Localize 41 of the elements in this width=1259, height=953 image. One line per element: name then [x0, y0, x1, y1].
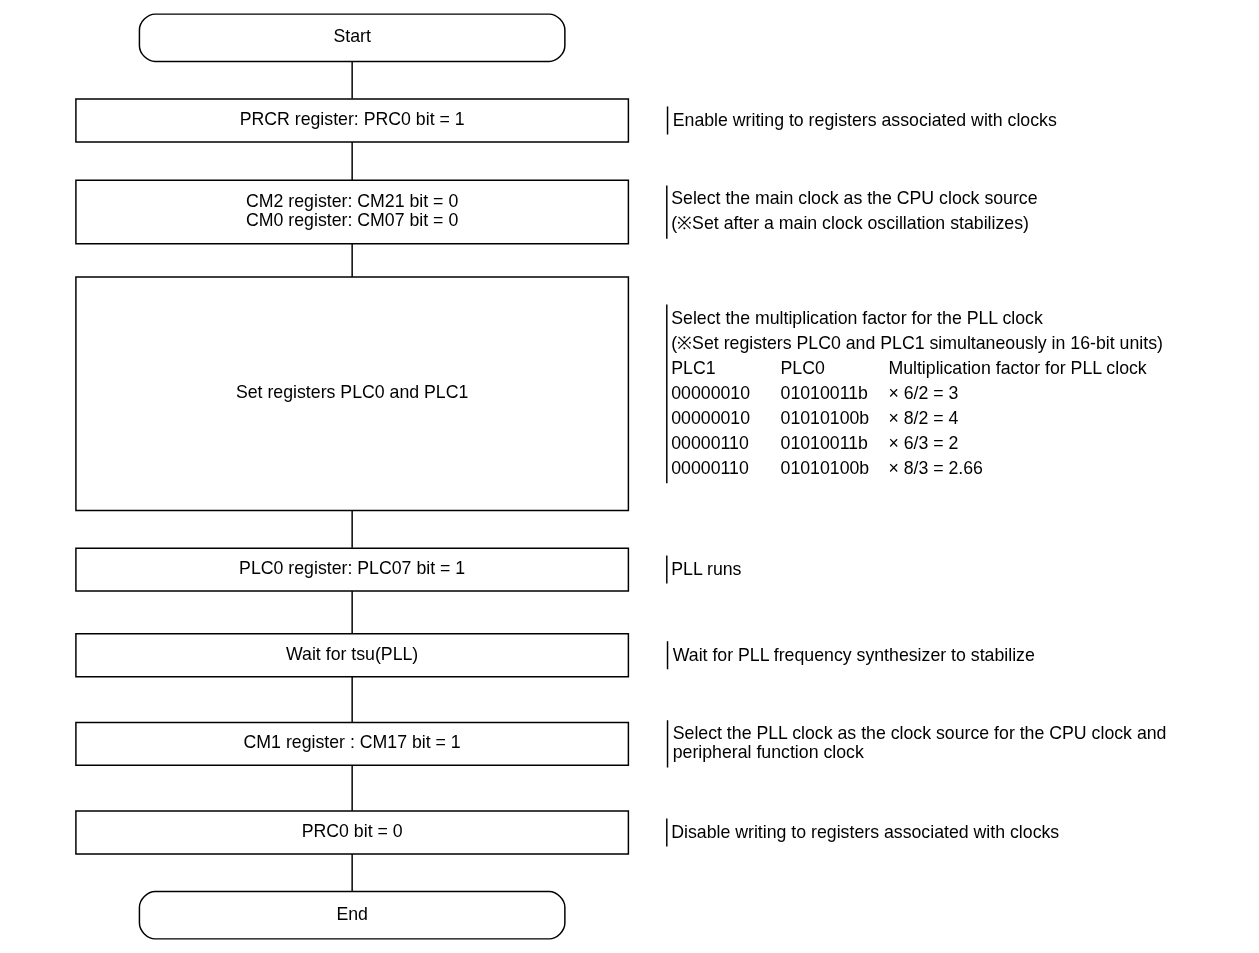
node-label: (※Set after a main clock oscillation stabilizes) [671, 213, 1029, 234]
label: 01010011b [780, 433, 868, 454]
label: 00000110 [671, 458, 749, 479]
label: 00000110 [671, 433, 749, 454]
node-box: PRCR register: PRC0 bit = 1 [75, 98, 630, 143]
node-label: Disable writing to registers associated with clocks [671, 821, 1060, 842]
connector [351, 853, 353, 892]
connector [351, 243, 353, 278]
node-box: PRC0 bit = 0 [75, 810, 630, 855]
node-box: PLC0 register: PLC07 bit = 1 [75, 547, 630, 592]
connector [351, 764, 353, 812]
label: × 8/2 = 4 [888, 408, 959, 429]
node-box: Wait for tsu(PLL) [75, 633, 630, 678]
label: 00000010 [671, 383, 751, 404]
node-box: CM1 register : CM17 bit = 1 [75, 721, 630, 767]
label: Multiplication factor for PLL clock [888, 357, 1147, 378]
label: 01010100b [780, 458, 870, 479]
label: 01010011b [780, 383, 868, 404]
connector [351, 590, 353, 635]
label: PLC1 [671, 357, 716, 378]
label: PLC0 [780, 357, 825, 378]
node-box: Start [138, 13, 566, 63]
node-label: Select the main clock as the CPU clock source [671, 188, 1038, 209]
connector [351, 676, 353, 723]
label: 00000010 [671, 408, 751, 429]
label: 01010100b [780, 408, 870, 429]
connector [351, 141, 353, 181]
node-box: CM2 register: CM21 bit = 0 CM0 register: CM07 bit = 0 [75, 179, 630, 245]
node-label: Select the PLL clock as the clock source for the CPU clock and peripheral function clock [672, 722, 1167, 763]
node-box: End [138, 890, 566, 940]
label: × 6/2 = 3 [888, 383, 959, 404]
node-label: Select the multiplication factor for the PLL clock [671, 307, 1043, 328]
node-label: Wait for PLL frequency synthesizer to stabilize [672, 644, 1035, 665]
connector [351, 509, 353, 549]
node-label: Enable writing to registers associated with clocks [672, 109, 1057, 130]
node-box: Set registers PLC0 and PLC1 [75, 276, 630, 512]
node-label: PLL runs [671, 558, 742, 579]
label: × 6/3 = 2 [888, 433, 959, 454]
label: × 8/3 = 2.66 [888, 458, 983, 479]
node-label: (※Set registers PLC0 and PLC1 simultaneously in 16-bit units) [671, 332, 1163, 353]
connector [351, 60, 353, 100]
